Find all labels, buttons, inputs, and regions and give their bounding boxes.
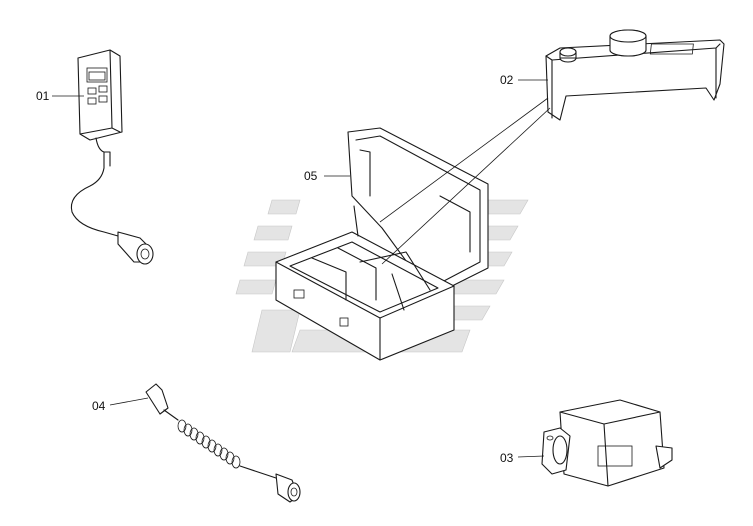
callout-02: 02 xyxy=(500,73,514,87)
callout-04: 04 xyxy=(92,399,106,413)
callout-05: 05 xyxy=(304,169,318,183)
coiled-cable-icon xyxy=(145,383,301,503)
carrying-case-icon xyxy=(275,127,489,361)
control-box-icon xyxy=(541,399,673,487)
callout-01: 01 xyxy=(36,89,50,103)
callout-03: 03 xyxy=(500,451,514,465)
handheld-meter-icon xyxy=(70,49,154,265)
bench-stand-icon xyxy=(545,29,725,121)
leader-lines xyxy=(52,79,551,458)
